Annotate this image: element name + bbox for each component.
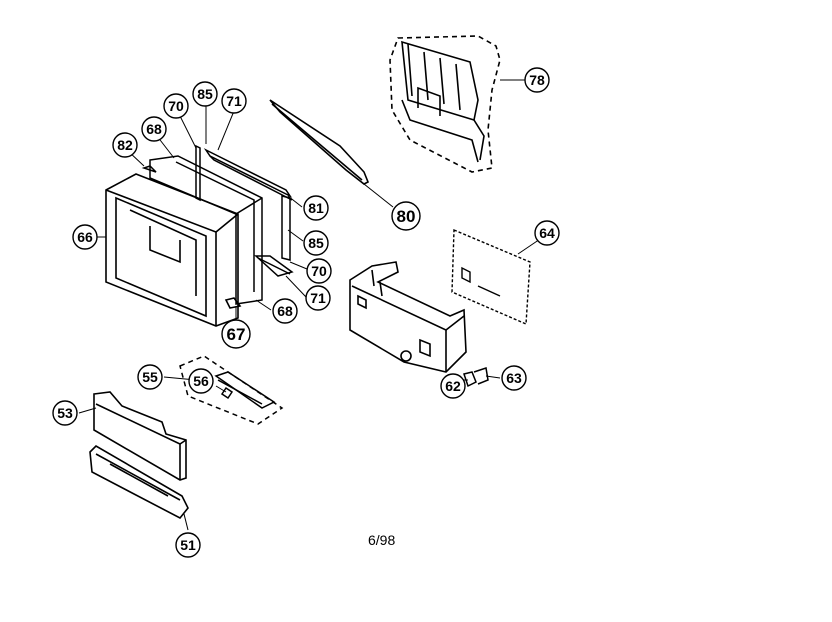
frame-strips xyxy=(195,144,294,277)
callout-70-lower: 70 xyxy=(306,258,332,284)
svg-text:82: 82 xyxy=(117,137,133,153)
callout-66: 66 xyxy=(72,224,98,250)
callout-85-lower: 85 xyxy=(303,230,329,256)
callout-71-upper: 71 xyxy=(221,88,247,114)
svg-text:68: 68 xyxy=(277,303,293,319)
svg-text:85: 85 xyxy=(308,235,324,251)
rear-cover-assembly xyxy=(389,35,501,173)
leader-lines xyxy=(78,79,550,531)
callout-70-upper: 70 xyxy=(163,93,189,119)
cabinet-frame xyxy=(105,173,242,327)
front-panel xyxy=(93,391,187,481)
callout-82: 82 xyxy=(112,132,138,158)
svg-text:70: 70 xyxy=(311,263,327,279)
callout-62: 62 xyxy=(440,373,466,399)
callout-63: 63 xyxy=(501,365,527,391)
callout-80: 80 xyxy=(391,201,421,231)
svg-text:71: 71 xyxy=(226,93,242,109)
screen-glass xyxy=(269,99,370,185)
page-label: 6/98 xyxy=(368,532,396,548)
connector-parts xyxy=(463,367,489,388)
svg-text:64: 64 xyxy=(539,225,555,241)
svg-text:81: 81 xyxy=(308,200,324,216)
svg-text:63: 63 xyxy=(506,370,522,386)
callout-53: 53 xyxy=(52,400,78,426)
svg-text:80: 80 xyxy=(397,207,416,226)
callout-64: 64 xyxy=(534,220,560,246)
callout-51: 51 xyxy=(175,532,201,558)
callout-55: 55 xyxy=(137,364,163,390)
svg-text:71: 71 xyxy=(310,290,326,306)
svg-text:78: 78 xyxy=(529,72,545,88)
callout-68-lower: 68 xyxy=(272,298,298,324)
svg-text:53: 53 xyxy=(57,405,73,421)
callout-81: 81 xyxy=(303,195,329,221)
svg-text:85: 85 xyxy=(197,86,213,102)
callout-56: 56 xyxy=(188,368,214,394)
svg-text:56: 56 xyxy=(193,373,209,389)
svg-text:62: 62 xyxy=(445,378,461,394)
svg-text:66: 66 xyxy=(77,229,93,245)
svg-text:51: 51 xyxy=(180,537,196,553)
callout-67: 67 xyxy=(221,319,251,349)
callout-85-upper: 85 xyxy=(192,81,218,107)
circuit-board xyxy=(451,228,531,326)
callout-71-lower: 71 xyxy=(305,285,331,311)
svg-text:55: 55 xyxy=(142,369,158,385)
svg-text:68: 68 xyxy=(146,121,162,137)
controller-bracket xyxy=(179,355,284,425)
callout-68-upper: 68 xyxy=(141,116,167,142)
chassis-tray xyxy=(349,261,467,373)
svg-text:67: 67 xyxy=(227,325,246,344)
callout-78: 78 xyxy=(524,67,550,93)
svg-text:70: 70 xyxy=(168,98,184,114)
front-grille xyxy=(89,444,189,520)
front-mask-panel xyxy=(141,155,263,305)
